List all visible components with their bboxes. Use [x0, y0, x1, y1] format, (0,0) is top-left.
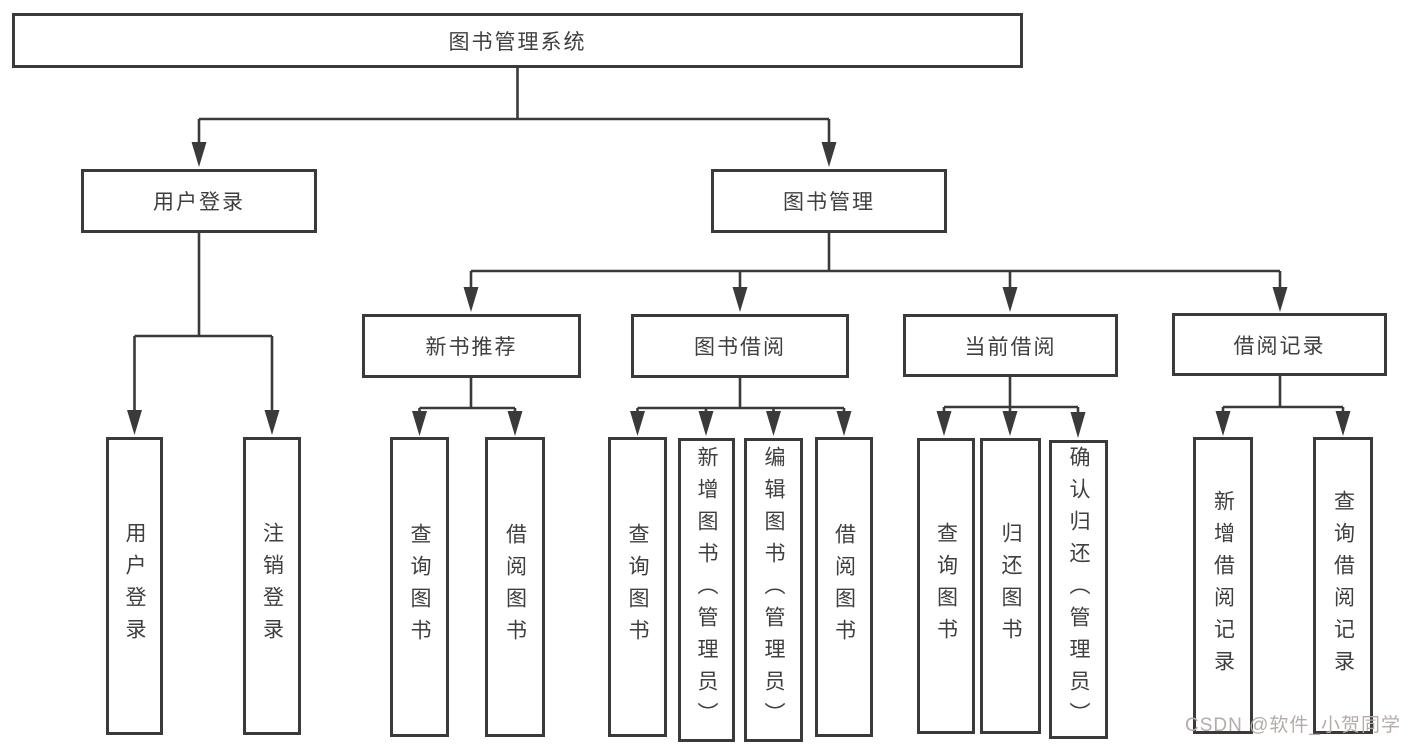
node-library-management-system: 图书管理系统 [12, 13, 1023, 68]
leaf-query-books-borrow: 查询图书 [608, 437, 667, 737]
connector-book-borrow-children [630, 378, 852, 436]
connector-user-login-children [127, 233, 280, 435]
leaf-edit-books-admin: 编辑图书（管理员） [744, 438, 803, 742]
leaf-label: 编辑图书（管理员） [762, 446, 785, 734]
leaf-user-login: 用户登录 [106, 437, 163, 735]
leaf-label: 查询图书 [408, 523, 431, 651]
leaf-label: 归还图书 [999, 522, 1022, 650]
leaf-label: 借阅图书 [832, 523, 856, 651]
node-new-book-recommend: 新书推荐 [362, 314, 581, 378]
csdn-watermark: CSDN @软件_小贺同学 [1185, 715, 1401, 736]
leaf-add-borrow-record: 新增借阅记录 [1193, 437, 1253, 734]
leaf-return-books: 归还图书 [980, 438, 1041, 734]
node-label: 图书管理 [783, 191, 875, 214]
connector-book-management-children [463, 233, 1288, 312]
node-user-login: 用户登录 [81, 169, 317, 233]
connector-borrow-records-children [1215, 376, 1351, 436]
node-label: 图书借阅 [694, 336, 786, 359]
connector-root-to-level2 [191, 68, 837, 167]
leaf-label: 新增借阅记录 [1211, 489, 1235, 682]
leaf-label: 借阅图书 [503, 523, 527, 651]
leaf-label: 查询借阅记录 [1331, 489, 1355, 682]
connector-new-book-rec-children [412, 378, 523, 436]
leaf-borrow-books-recommend: 借阅图书 [485, 437, 545, 737]
node-label: 新书推荐 [425, 336, 518, 359]
leaf-query-borrow-record: 查询借阅记录 [1313, 437, 1373, 734]
node-label: 借阅记录 [1233, 334, 1326, 358]
leaf-query-books-current: 查询图书 [917, 438, 975, 734]
node-label: 图书管理系统 [448, 30, 587, 54]
leaf-query-books-recommend: 查询图书 [390, 437, 449, 737]
node-label: 用户登录 [153, 191, 245, 214]
node-borrowing-records: 借阅记录 [1172, 313, 1387, 376]
connector-current-borrow-children [936, 377, 1086, 438]
leaf-label: 确认归还（管理员） [1067, 445, 1090, 734]
leaf-confirm-return-admin: 确认归还（管理员） [1049, 440, 1108, 739]
leaf-add-books-admin: 新增图书（管理员） [678, 438, 735, 742]
leaf-logout: 注销登录 [243, 437, 301, 735]
node-label: 当前借阅 [964, 335, 1057, 359]
leaf-label: 查询图书 [934, 522, 958, 650]
leaf-label: 查询图书 [626, 523, 649, 651]
leaf-label: 新增图书（管理员） [695, 446, 718, 734]
leaf-borrow-books: 借阅图书 [815, 437, 873, 737]
leaf-label: 注销登录 [260, 522, 284, 650]
node-book-borrowing: 图书借阅 [631, 314, 849, 378]
node-book-management: 图书管理 [711, 169, 947, 233]
node-current-borrowing: 当前借阅 [903, 314, 1118, 377]
leaf-label: 用户登录 [123, 522, 146, 650]
